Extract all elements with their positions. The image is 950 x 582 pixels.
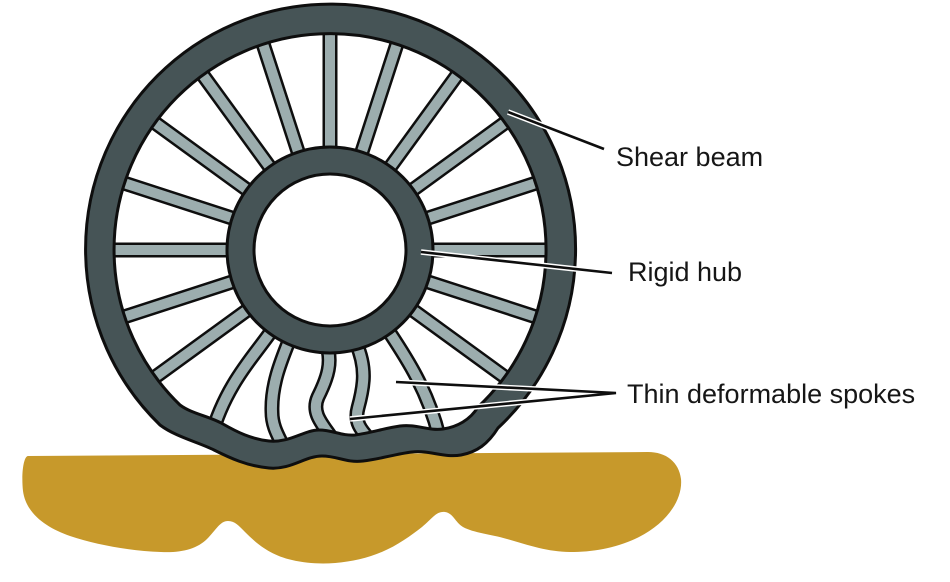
terrain [22, 452, 682, 564]
leader-lines [349, 110, 617, 421]
spoke [421, 181, 543, 221]
leader-shear-beam [507, 110, 605, 151]
spoke [408, 306, 512, 381]
leader-spokes [349, 380, 617, 421]
shear-beam-ring [84, 2, 577, 470]
leader-rigid-hub [420, 250, 613, 275]
spoke [117, 280, 239, 320]
label-rigid-hub: Rigid hub [628, 257, 742, 287]
spoke [261, 37, 301, 159]
spoke [117, 181, 239, 221]
hub-bore [252, 172, 408, 328]
label-thin-deformable-spokes: Thin deformable spokes [627, 379, 915, 409]
spoke [360, 37, 400, 159]
spoke [421, 280, 543, 320]
deformed-spoke [272, 336, 291, 448]
label-shear-beam: Shear beam [616, 142, 763, 172]
